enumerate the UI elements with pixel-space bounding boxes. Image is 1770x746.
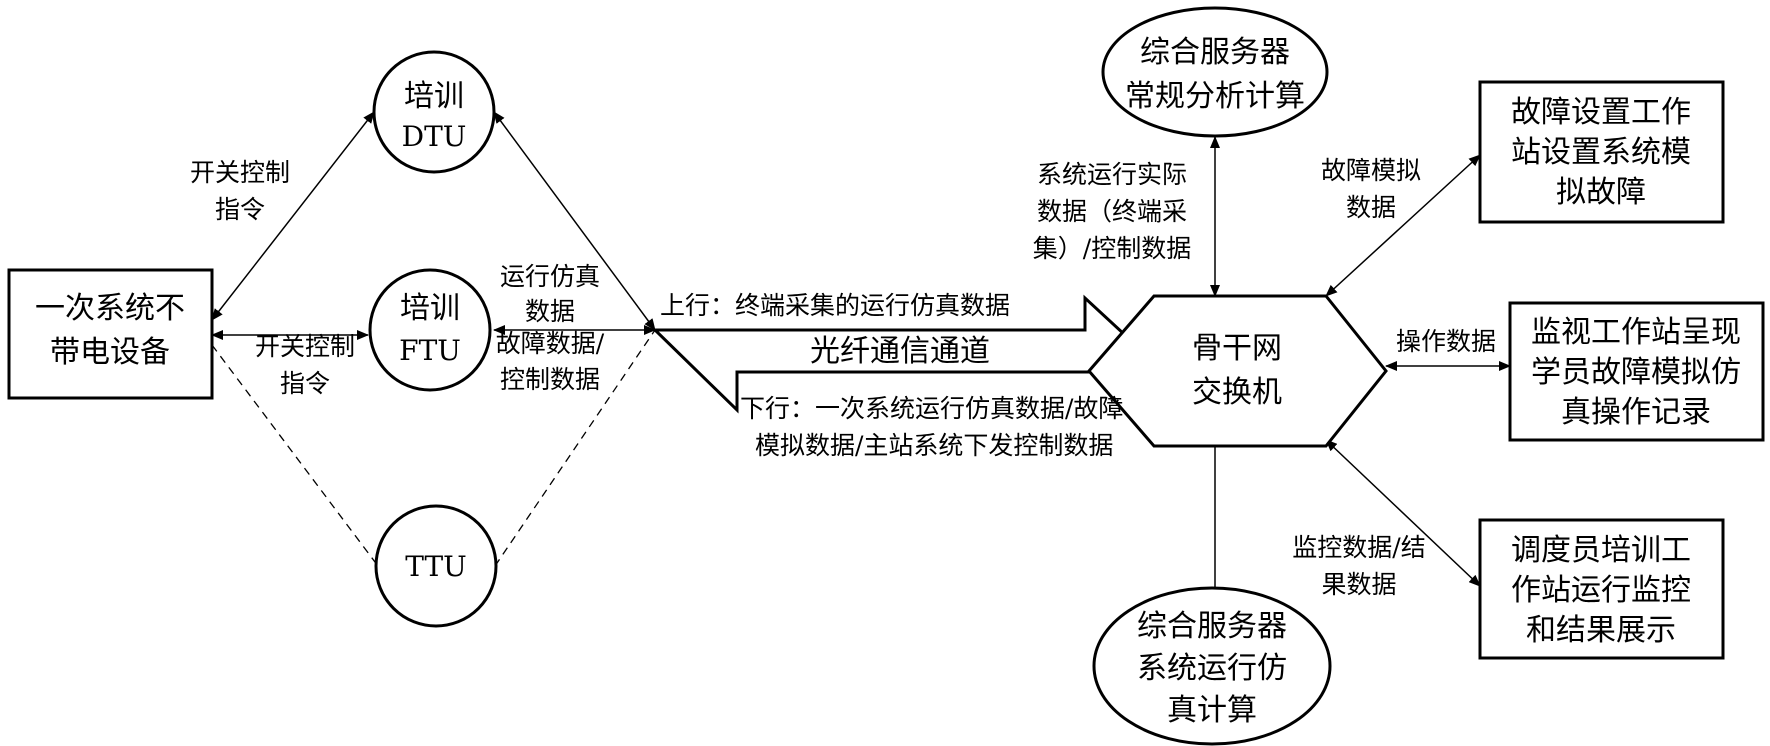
downlink-label-line-1: 下行：一次系统运行仿真数据/故障	[740, 394, 1123, 423]
monitor-result-data-line-1: 监控数据/结	[1292, 533, 1425, 562]
switch-line-1: 骨干网	[1192, 331, 1282, 366]
fault-control-data-line-2: 控制数据	[500, 365, 600, 394]
ftu-node: 培训 FTU	[368, 268, 492, 392]
edge-primary-to-ttu-dashed	[211, 344, 379, 567]
fiber-channel-arrow	[651, 294, 1167, 414]
dispatcher-station-line-1: 调度员培训工	[1511, 533, 1691, 568]
edge-ttu-to-junction-dashed	[494, 329, 656, 567]
ttu-line-1: TTU	[405, 550, 466, 583]
system-actual-data-line-3: 集）/控制数据	[1033, 234, 1191, 263]
switch-control-upper-line-2: 指令	[215, 195, 265, 224]
monitor-result-data-line-2: 果数据	[1321, 570, 1396, 599]
primary-equipment-line-2: 带电设备	[50, 335, 170, 370]
fiber-channel-label: 光纤通信通道	[810, 334, 990, 369]
server-bottom-line-3: 真计算	[1167, 693, 1257, 728]
ftu-line-2: FTU	[399, 334, 461, 367]
edge-switch-to-fault-station	[1325, 154, 1481, 297]
monitor-station-line-3: 真操作记录	[1561, 395, 1711, 430]
ftu-line-1: 培训	[400, 291, 460, 326]
fault-sim-data-line-2: 数据	[1346, 193, 1396, 222]
dispatcher-station-box: 调度员培训工 作站运行监控 和结果展示	[1478, 518, 1725, 660]
server-top-line-1: 综合服务器	[1140, 35, 1290, 70]
edge-primary-to-dtu	[211, 111, 375, 321]
edge-switch-to-dispatcher-station	[1325, 439, 1481, 587]
ttu-node: TTU	[374, 504, 498, 628]
system-actual-data-line-1: 系统运行实际	[1037, 160, 1187, 189]
fault-sim-data-line-1: 故障模拟	[1321, 156, 1421, 185]
dtu-node: 培训 DTU	[372, 50, 496, 174]
fault-station-line-2: 站设置系统模	[1511, 135, 1691, 170]
dispatcher-station-line-2: 作站运行监控	[1511, 573, 1691, 608]
server-bottom-line-1: 综合服务器	[1137, 609, 1287, 644]
operation-data-label: 操作数据	[1396, 327, 1496, 356]
dtu-line-1: 培训	[404, 79, 464, 114]
monitor-station-line-1: 监视工作站呈现	[1531, 315, 1741, 350]
dtu-line-2: DTU	[402, 120, 467, 153]
edge-dtu-to-junction	[493, 111, 656, 331]
downlink-label-line-2: 模拟数据/主站系统下发控制数据	[755, 431, 1113, 460]
server-top-line-2: 常规分析计算	[1125, 79, 1305, 114]
dispatcher-station-line-3: 和结果展示	[1526, 613, 1676, 648]
run-sim-data-line-2: 数据	[525, 297, 575, 326]
server-top-node: 综合服务器 常规分析计算	[1101, 6, 1329, 138]
switch-control-upper-line-1: 开关控制	[190, 158, 290, 187]
backbone-switch-node: 骨干网 交换机	[1087, 294, 1388, 448]
fault-control-data-line-1: 故障数据/	[496, 329, 605, 358]
run-sim-data-line-1: 运行仿真	[500, 262, 600, 291]
primary-equipment-box: 一次系统不 带电设备	[7, 268, 214, 400]
uplink-label: 上行：终端采集的运行仿真数据	[660, 291, 1010, 320]
system-actual-data-line-2: 数据（终端采	[1037, 197, 1187, 226]
switch-line-2: 交换机	[1192, 375, 1282, 410]
monitor-station-line-2: 学员故障模拟仿	[1531, 355, 1741, 390]
primary-equipment-line-1: 一次系统不	[35, 291, 185, 326]
server-bottom-line-2: 系统运行仿	[1137, 651, 1287, 686]
fault-station-box: 故障设置工作 站设置系统模 拟故障	[1478, 80, 1725, 224]
fault-station-line-3: 拟故障	[1556, 175, 1646, 210]
switch-control-lower-line-1: 开关控制	[255, 332, 355, 361]
switch-control-lower-line-2: 指令	[280, 369, 330, 398]
server-bottom-node: 综合服务器 系统运行仿 真计算	[1092, 586, 1332, 746]
monitor-station-box: 监视工作站呈现 学员故障模拟仿 真操作记录	[1508, 301, 1765, 442]
fault-station-line-1: 故障设置工作	[1511, 95, 1691, 130]
